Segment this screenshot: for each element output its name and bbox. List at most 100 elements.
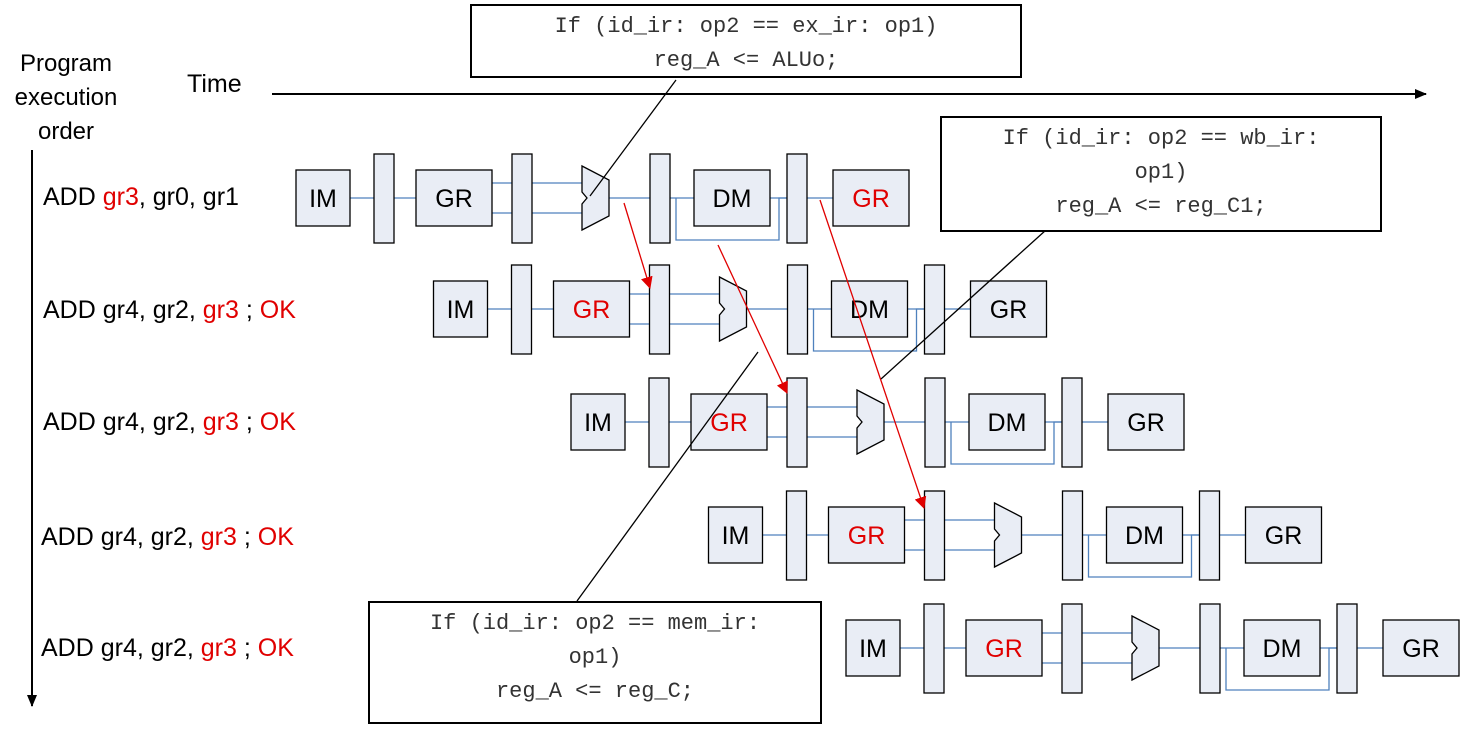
instruction-label: ADD gr3, gr0, gr1 (43, 183, 239, 212)
wire (812, 308, 925, 352)
dm-box (830, 280, 909, 338)
wire (1225, 647, 1337, 691)
pipeline-register (785, 490, 808, 581)
pipeline-register (923, 603, 945, 694)
pipeline-register (786, 377, 808, 468)
gr-read-box (827, 506, 906, 564)
instruction-text: ADD gr4, gr2, (41, 634, 201, 662)
note-line: If (id_ir: op2 == ex_ir: op1) (554, 14, 938, 39)
wire (950, 421, 1062, 465)
highlighted-operand: gr3 (200, 523, 237, 551)
pipeline-register (1198, 490, 1221, 581)
gr-read-box (415, 169, 493, 227)
instruction-text: ; (238, 296, 260, 324)
im-label: IM (859, 635, 887, 663)
highlighted-operand: gr3 (102, 183, 139, 211)
note-wb-forwarding: If (id_ir: op2 == wb_ir: op1) reg_A <= r… (940, 116, 1382, 232)
instruction-text: ; (236, 523, 258, 551)
pipeline-register (923, 490, 946, 581)
im-box (432, 280, 489, 338)
pipeline-register (923, 264, 946, 355)
alu-shape (718, 275, 748, 343)
note-line: If (id_ir: op2 == wb_ir: (1002, 126, 1320, 151)
instruction-text: , gr0, gr1 (138, 183, 239, 211)
dm-label: DM (1263, 635, 1302, 663)
order-axis-label-line: order (37, 118, 95, 145)
instruction-text: ADD gr4, gr2, (43, 296, 203, 324)
dm-label: DM (1125, 522, 1164, 550)
order-axis-label-line: execution (14, 84, 118, 111)
pipeline-row: IM GR DM GR (707, 490, 1323, 581)
gr-read-label: GR (435, 185, 473, 213)
gr-write-label: GR (852, 185, 890, 213)
pipeline-register (648, 264, 671, 355)
instruction-text: ; (236, 634, 258, 662)
im-box (295, 169, 351, 227)
highlighted-operand: gr3 (200, 634, 237, 662)
instruction-label: ADD gr4, gr2, gr3 ; OK (41, 523, 294, 552)
dm-label: DM (850, 296, 889, 324)
gr-write-label: GR (990, 296, 1028, 324)
pipeline-register (786, 153, 808, 244)
alu-shape (581, 164, 610, 232)
note-leader-line (589, 79, 677, 197)
im-box (845, 619, 901, 677)
dm-box (1105, 506, 1184, 564)
pipeline-row: IM GR DM GR (570, 377, 1185, 468)
highlighted-operand: gr3 (202, 408, 239, 436)
note-line: reg_A <= reg_C1; (1055, 194, 1267, 219)
dm-box (1243, 619, 1321, 677)
instruction-text: ADD gr4, gr2, (41, 523, 201, 551)
highlighted-operand: OK (257, 523, 294, 551)
forwarding-arrow (819, 199, 927, 509)
order-axis-label-line: Program (19, 50, 113, 77)
gr-write-box (1107, 393, 1185, 451)
gr-read-label: GR (848, 522, 886, 550)
gr-write-label: GR (1127, 409, 1165, 437)
pipeline-register (649, 153, 671, 244)
time-axis-label: Time (187, 70, 242, 98)
im-box (570, 393, 626, 451)
pipeline-register (511, 153, 533, 244)
highlighted-operand: gr3 (202, 296, 239, 324)
im-label: IM (722, 522, 750, 550)
alu-shape (1131, 614, 1160, 682)
dm-box (693, 169, 771, 227)
gr-read-label: GR (710, 409, 748, 437)
instruction-text: ADD gr4, gr2, (43, 408, 203, 436)
highlighted-operand: OK (259, 296, 296, 324)
im-label: IM (584, 409, 612, 437)
im-box (707, 506, 764, 564)
pipeline-register (924, 377, 946, 468)
pipeline-register (786, 264, 809, 355)
instruction-label: ADD gr4, gr2, gr3 ; OK (41, 634, 294, 663)
note-mem-forwarding: If (id_ir: op2 == mem_ir: op1) reg_A <= … (368, 601, 822, 724)
instruction-text: ; (238, 408, 260, 436)
gr-write-label: GR (1265, 522, 1303, 550)
highlighted-operand: OK (259, 408, 296, 436)
wire (1087, 534, 1200, 578)
alu-shape (856, 388, 885, 456)
pipeline-register (1336, 603, 1358, 694)
note-leader-line (880, 229, 1047, 380)
pipeline-row: IM GR DM GR (432, 264, 1048, 355)
dm-box (968, 393, 1046, 451)
pipeline-register (1061, 490, 1084, 581)
dm-label: DM (988, 409, 1027, 437)
gr-read-label: GR (573, 296, 611, 324)
note-line: reg_A <= reg_C; (495, 679, 695, 704)
pipeline-register (648, 377, 670, 468)
note-ex-forwarding: If (id_ir: op2 == ex_ir: op1) reg_A <= A… (470, 4, 1022, 78)
im-label: IM (447, 296, 475, 324)
gr-write-label: GR (1402, 635, 1440, 663)
highlighted-operand: OK (257, 634, 294, 662)
forwarding-arrow (717, 244, 788, 394)
note-line: reg_A <= ALUo; (653, 48, 839, 73)
gr-write-box (1382, 619, 1460, 677)
note-line: op1) (568, 645, 622, 670)
gr-read-box (965, 619, 1043, 677)
order-axis-label: Program execution order (2, 47, 130, 149)
